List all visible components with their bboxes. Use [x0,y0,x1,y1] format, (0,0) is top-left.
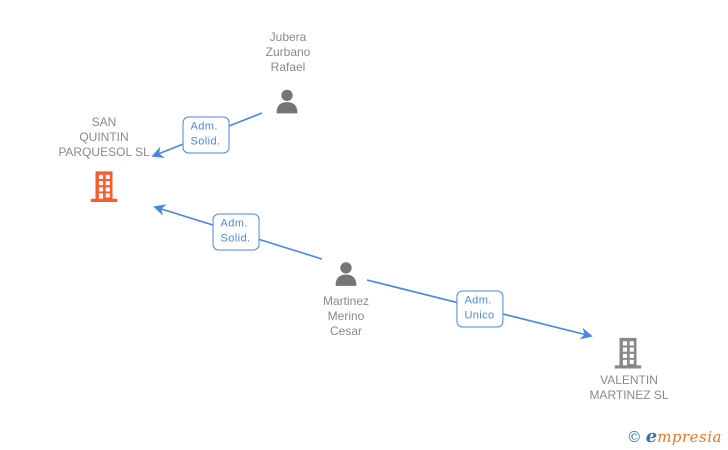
relation-label-adm-solid-1: Adm. Solid. [182,116,230,154]
relation-label-line: Adm. [464,294,492,307]
brand-wordmark: empresia [645,426,722,447]
person-icon[interactable] [272,87,302,118]
node-label-valentin-martinez[interactable]: VALENTIN MARTINEZ SL [589,373,668,403]
person-icon[interactable] [331,259,361,291]
node-label-line: Zurbano [265,45,311,59]
relation-label-line: Adm. [220,217,248,230]
building-icon-orange[interactable] [87,168,121,205]
node-label-line: PARQUESOL SL [58,145,150,159]
relation-label-line: Solid. [190,135,221,148]
node-label-san-quintin-parquesol[interactable]: SAN QUINTIN PARQUESOL SL [58,115,149,160]
node-label-martinez-merino-cesar[interactable]: Martinez Merino Cesar [323,294,369,339]
relation-label-adm-unico: Adm. Unico [456,290,504,328]
node-label-line: MARTINEZ SL [589,388,669,402]
node-label-line: Cesar [329,324,363,338]
node-label-line: Rafael [270,60,306,74]
node-label-line: Merino [327,309,365,323]
relation-label-line: Unico [464,309,495,322]
relation-label-adm-solid-2: Adm. Solid. [212,213,260,251]
node-label-line: QUINTIN [79,130,129,144]
node-label-line: SAN [91,115,117,129]
relation-label-line: Solid. [220,232,251,245]
node-label-jubera-zurbano-rafael[interactable]: Jubera Zurbano Rafael [266,30,311,75]
building-icon-gray[interactable] [611,336,645,370]
node-label-line: Jubera [269,30,307,44]
empresia-logo[interactable]: © empresia [627,426,722,447]
copyright-icon: © [626,428,642,446]
node-label-line: Martinez [322,294,370,308]
node-label-line: VALENTIN [600,373,658,387]
relation-label-line: Adm. [190,120,218,133]
